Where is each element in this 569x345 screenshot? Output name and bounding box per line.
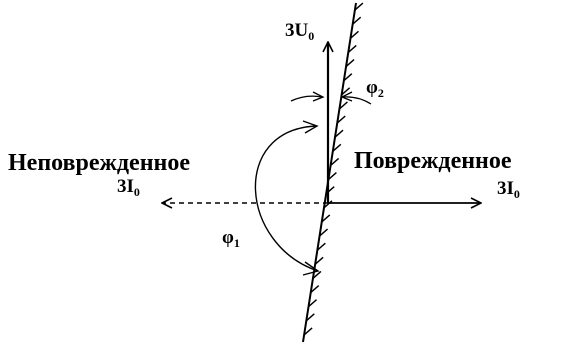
hatch-mark [312,270,322,279]
phi1-arrow-bottom [302,261,320,276]
phi1-arrow-top [302,120,319,134]
hatch-mark [303,327,313,336]
hatch-mark [323,200,333,209]
hatch-mark [319,228,329,237]
hatch-mark [330,157,340,166]
hatch-mark [314,256,324,265]
boundary-line [302,2,357,343]
hatch-mark [336,115,346,124]
phi1-label: φ1 [222,227,240,250]
region-undamaged-label: Неповрежденное [8,150,190,176]
phi1-arc [254,125,319,272]
hatch-mark [345,59,355,68]
phi2-arc-left [290,95,323,102]
hatch-mark [350,30,359,39]
hatch-mark [347,44,357,53]
hatch-mark [338,101,348,110]
hatch-mark [316,242,326,251]
current-damaged-label: 3I0 [497,178,520,201]
voltage-label: 3U0 [285,20,314,43]
phi2-arrow-right [340,91,353,102]
hatch-mark [334,129,344,138]
hatch-mark [354,2,364,11]
hatch-mark [321,214,331,223]
current-undamaged-label: 3I0 [117,176,140,199]
phi2-label: φ2 [366,77,384,100]
hatch-mark [352,16,362,25]
region-damaged-label: Поврежденное [354,148,512,174]
hatch-mark [332,143,342,152]
phi2-arrow-left [312,91,325,102]
hatch-mark [308,299,317,308]
hatch-mark [341,87,351,96]
phi2-arc-right [342,96,372,105]
boundary-hatching [303,2,364,336]
hatch-mark [305,313,315,322]
hatch-mark [327,172,337,181]
hatch-mark [310,285,320,294]
hatch-mark [343,73,353,82]
